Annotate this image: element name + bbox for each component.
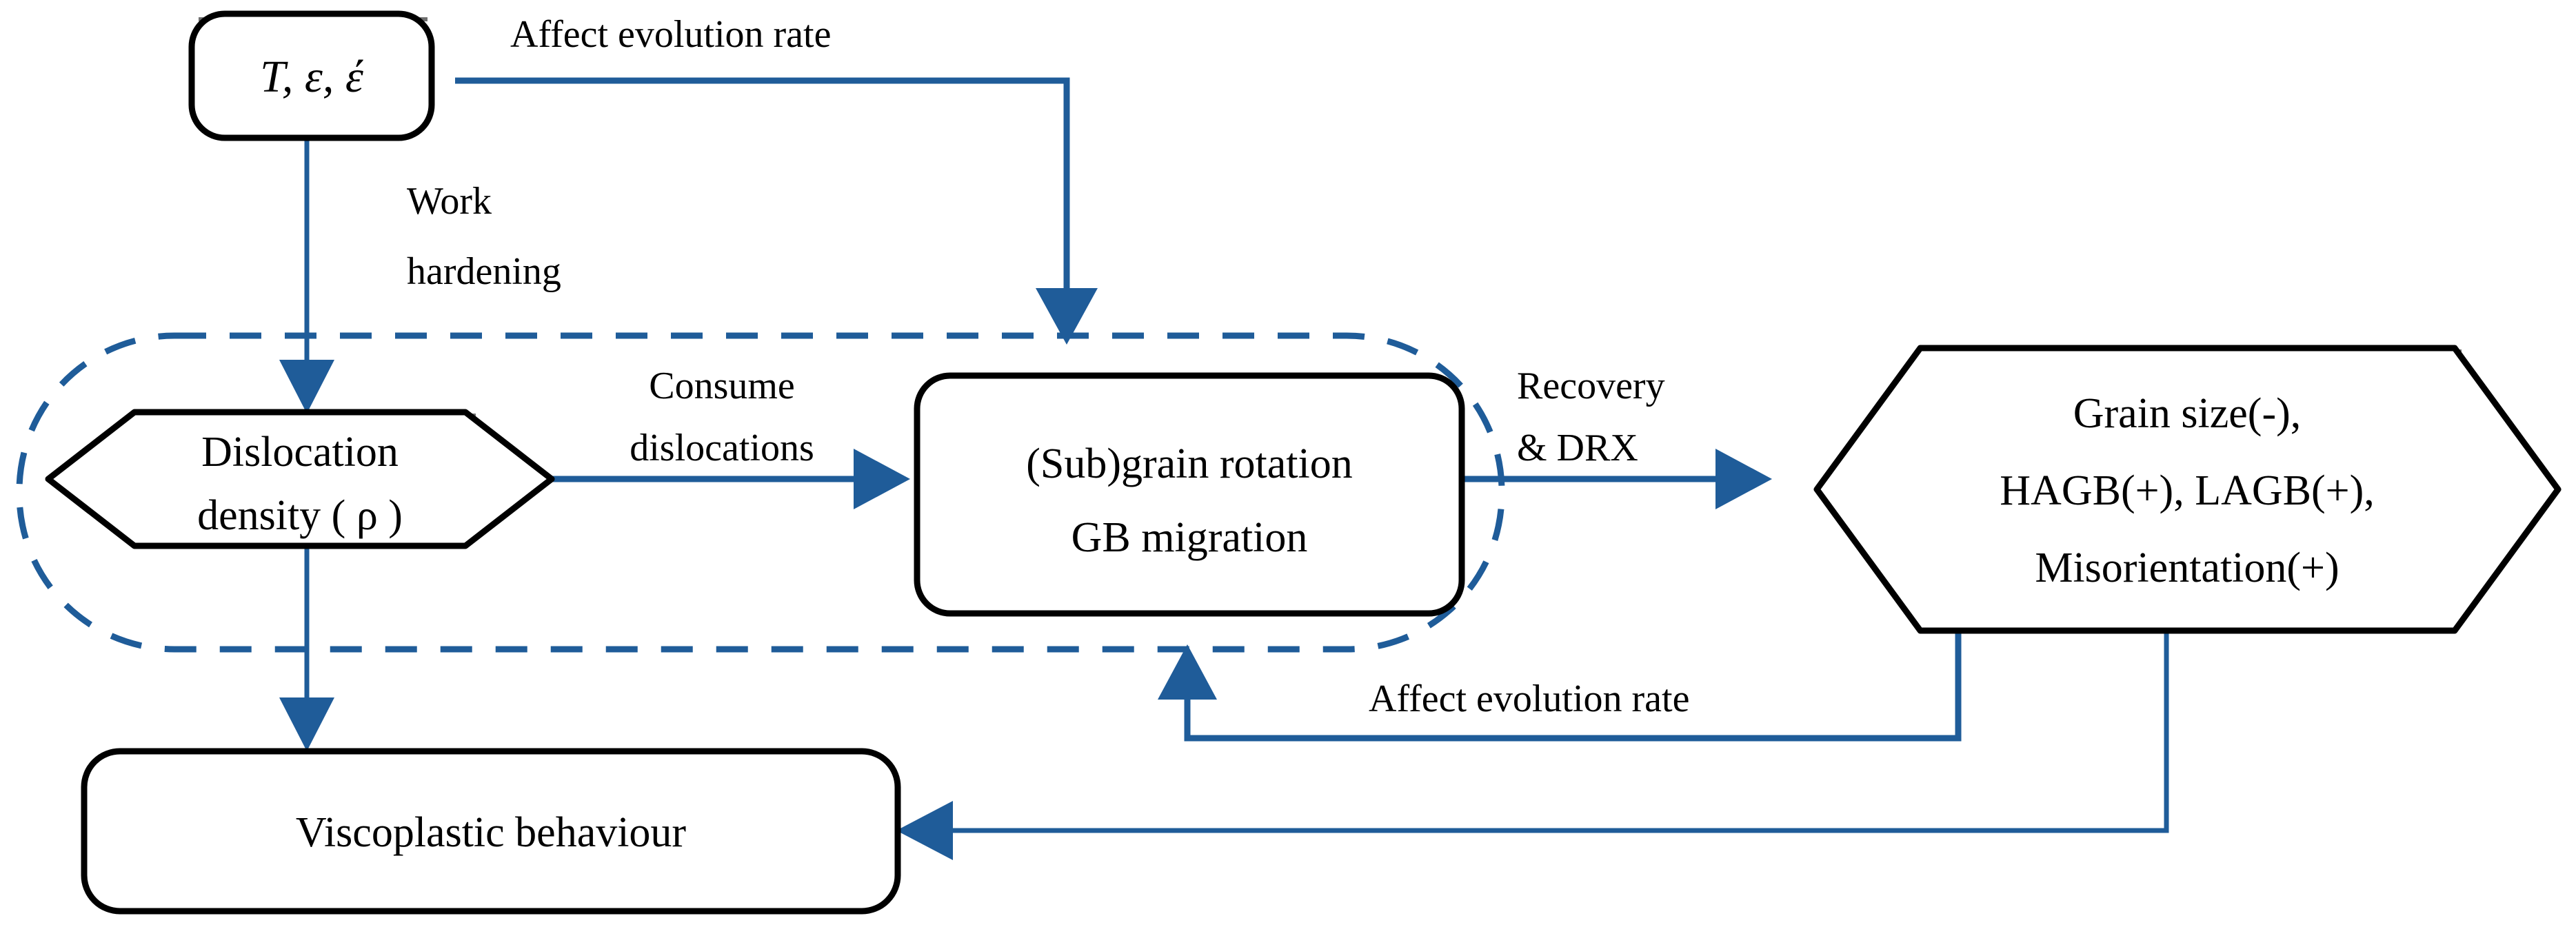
arrowhead-down	[279, 697, 334, 751]
edge-label-affect-evolution-rate-bottom: Affect evolution rate	[1369, 678, 1689, 720]
edge-affect-evolution-rate-bottom	[1158, 631, 1962, 742]
arrowhead-right	[854, 449, 910, 509]
microstructure-line2: HAGB(+), LAGB(+),	[2000, 467, 2374, 514]
viscoplastic-label: Viscoplastic behaviour	[296, 809, 687, 856]
edge-label-consume-line2: dislocations	[630, 427, 814, 469]
node-viscoplastic-behaviour[interactable]: Viscoplastic behaviour	[81, 748, 901, 915]
arrowhead-up	[1158, 644, 1217, 700]
microstructure-line3: Misorientation(+)	[2035, 544, 2339, 591]
node-dislocation-density[interactable]: Dislocation density ( ρ )	[45, 409, 555, 549]
edge-label-work-hardening-line1: Work	[407, 180, 492, 223]
node-inputs[interactable]: T, ε, έ	[188, 10, 435, 141]
node-subgrain-rotation[interactable]: (Sub)grain rotation GB migration	[914, 372, 1465, 617]
edge-label-recovery-line2: & DRX	[1517, 427, 1638, 469]
edge-label-recovery-line1: Recovery	[1517, 365, 1665, 407]
edge-work-hardening	[279, 138, 334, 414]
dislocation-density-line1: Dislocation	[201, 429, 399, 476]
edge-recovery-drx	[1462, 449, 1772, 509]
arrowhead-right	[1715, 449, 1772, 509]
subgrain-line1: (Sub)grain rotation	[1026, 440, 1353, 487]
dislocation-density-line2: density ( ρ )	[197, 492, 403, 539]
arrowhead-down	[279, 360, 334, 414]
edge-rho-to-viscoplastic	[279, 544, 334, 751]
edge-label-work-hardening-line2: hardening	[407, 250, 561, 293]
arrowhead-left	[896, 801, 953, 860]
edge-microstructure-to-viscoplastic	[896, 631, 2169, 860]
edge-label-consume-line1: Consume	[649, 365, 795, 407]
subgrain-line2: GB migration	[1071, 514, 1308, 561]
edge-affect-evolution-rate-top	[455, 77, 1098, 345]
edge-label-affect-evolution-rate-top: Affect evolution rate	[510, 13, 831, 56]
inputs-label: T, ε, έ	[260, 52, 363, 102]
arrowhead-down	[1036, 288, 1098, 345]
edge-consume-dislocations	[548, 449, 910, 509]
node-microstructure-descriptors[interactable]: Grain size(-), HAGB(+), LAGB(+), Misorie…	[1813, 345, 2562, 634]
microstructure-line1: Grain size(-),	[2073, 390, 2302, 437]
